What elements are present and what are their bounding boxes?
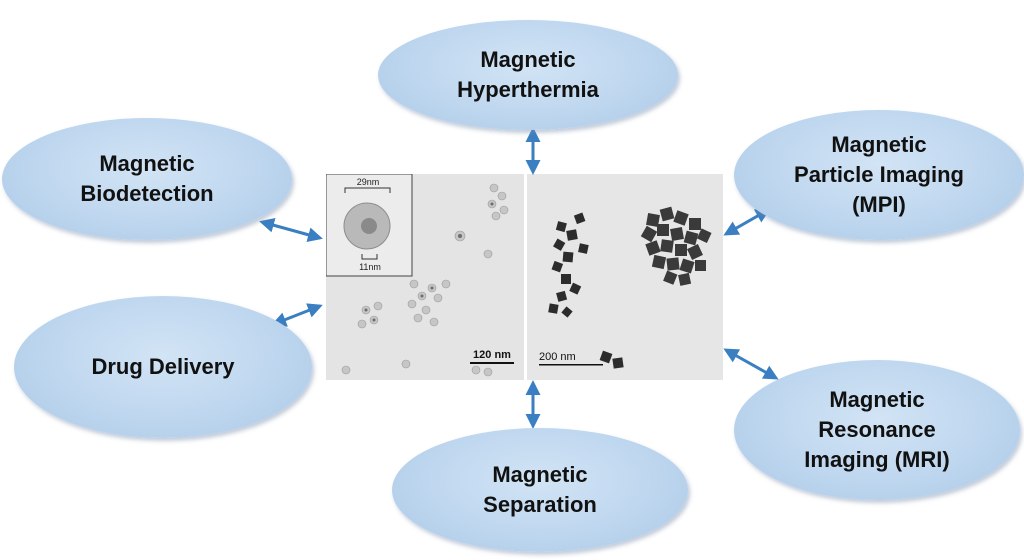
inset-core-size-label: 11nm — [359, 262, 381, 272]
tem-micrograph-right: 200 nm — [527, 174, 723, 380]
node-magnetic-resonance-imaging: Magnetic Resonance Imaging (MRI) — [734, 360, 1020, 500]
node-label: Magnetic Biodetection — [80, 151, 214, 206]
node-magnetic-biodetection: Magnetic Biodetection — [2, 118, 292, 240]
node-drug-delivery: Drug Delivery — [14, 296, 312, 438]
arrow-mpi — [723, 208, 771, 236]
node-magnetic-hyperthermia: Magnetic Hyperthermia — [378, 20, 678, 130]
node-label: Magnetic Separation — [483, 462, 597, 517]
tem-micrograph-left: 29nm 11nm 120 nm — [326, 174, 524, 380]
node-magnetic-separation: Magnetic Separation — [392, 428, 688, 552]
node-label: Magnetic Particle Imaging (MPI) — [794, 132, 964, 217]
inset-outer-size-label: 29nm — [357, 177, 380, 187]
arrow-mri — [723, 348, 779, 380]
left-scale-bar-label: 120 nm — [473, 349, 511, 361]
right-scale-bar-label: 200 nm — [539, 351, 576, 363]
node-label: Magnetic Hyperthermia — [457, 47, 599, 102]
tem-left-image: 29nm 11nm 120 nm — [326, 174, 524, 380]
node-label: Magnetic Resonance Imaging (MRI) — [804, 387, 950, 472]
arrow-biodetection — [259, 217, 323, 243]
node-magnetic-particle-imaging: Magnetic Particle Imaging (MPI) — [734, 110, 1024, 240]
node-label: Drug Delivery — [91, 354, 235, 379]
tem-right-image: 200 nm — [527, 174, 723, 380]
arrow-drug-delivery — [271, 303, 323, 327]
